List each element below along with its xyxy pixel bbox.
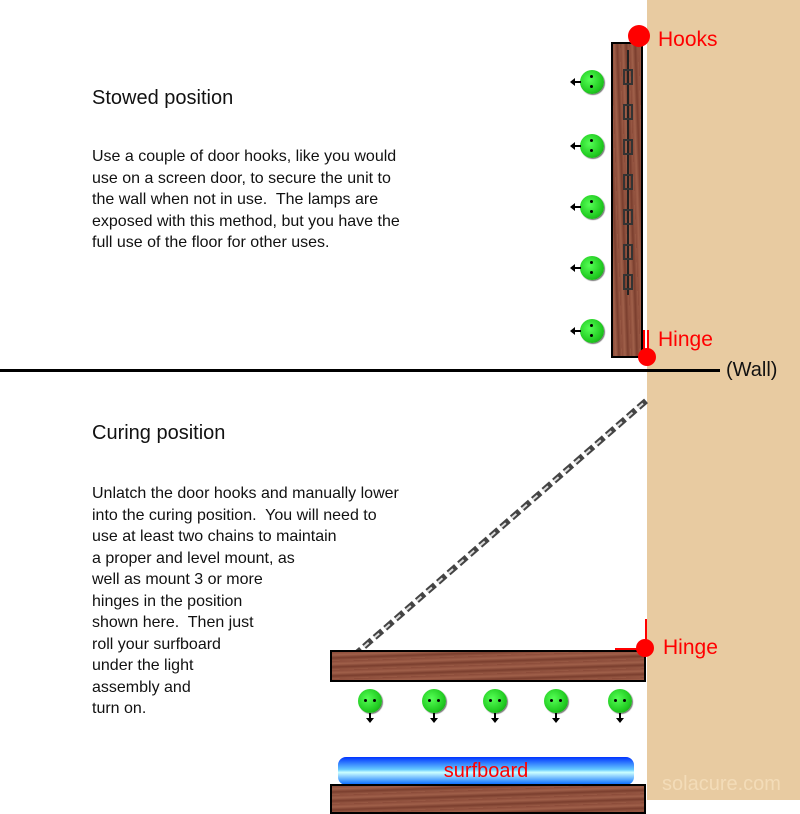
stowed-description: Use a couple of door hooks, like you wou… [92, 148, 400, 251]
hooks-label: Hooks [658, 28, 718, 51]
hinge-bottom-label: Hinge [663, 636, 718, 659]
lamp-icon [483, 689, 507, 713]
lamp-icon [544, 689, 568, 713]
stowed-arrows [570, 78, 581, 335]
lamp-icon [358, 689, 382, 713]
hinge-top-marker [638, 348, 656, 366]
hinge-top-label: Hinge [658, 328, 713, 351]
stowed-title: Stowed position [92, 87, 234, 109]
lamp-icon [580, 134, 604, 158]
surfboard-label: surfboard [443, 760, 529, 782]
curing-arrows [366, 713, 624, 723]
lamp-icon [580, 195, 604, 219]
surfboard: surfboard [338, 757, 634, 785]
stowed-light-panel [611, 42, 643, 358]
stowed-chain [623, 50, 633, 295]
curing-description: Unlatch the door hooks and manually lowe… [92, 485, 399, 717]
lamp-icon [580, 319, 604, 343]
wall [647, 0, 800, 800]
lamp-icon [580, 70, 604, 94]
hook-marker [628, 25, 650, 47]
floor-line [0, 369, 720, 372]
curing-chain [341, 397, 649, 668]
curing-light-panel [330, 650, 646, 682]
lamp-icon [608, 689, 632, 713]
wall-label: (Wall) [726, 359, 778, 381]
lamp-icon [422, 689, 446, 713]
watermark: solacure.com [662, 773, 781, 795]
floor-stand [330, 784, 646, 814]
curing-title: Curing position [92, 422, 226, 444]
hinge-bottom-marker [636, 639, 654, 657]
lamp-icon [580, 256, 604, 280]
